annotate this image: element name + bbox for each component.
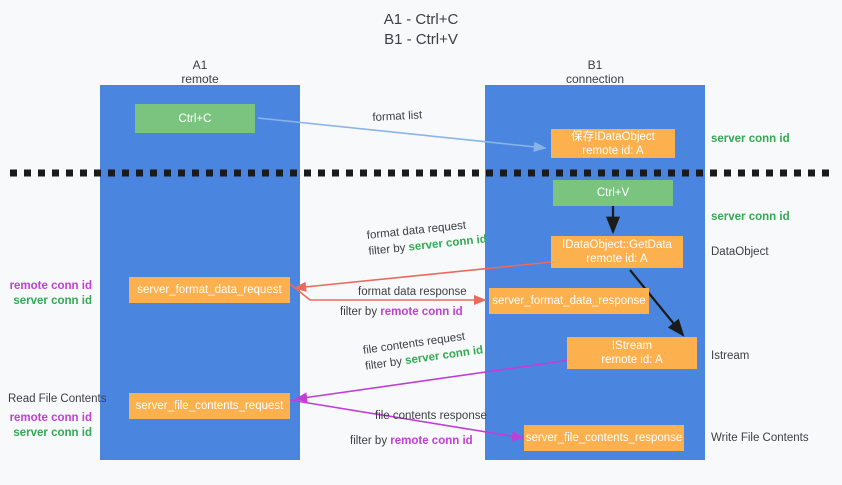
box-idataobject-getdata[interactable]: IDataObject::GetData remote id: A <box>551 236 683 268</box>
annotation-file-server-conn-id: server conn id <box>13 427 92 439</box>
box-ctrl-v[interactable]: Ctrl+V <box>553 180 673 206</box>
filter-prefix: filter by <box>340 306 381 318</box>
column-b1-name: B1 <box>587 58 603 72</box>
box-server-format-data-request-label: server_format_data_request <box>137 284 282 296</box>
title-line-1: A1 - Ctrl+C <box>383 11 459 28</box>
filter-value-remote-conn-id: remote conn id <box>390 435 473 447</box>
box-server-format-data-response-label: server_format_data_response <box>492 295 646 307</box>
arrow-format-list <box>257 117 547 152</box>
filter-prefix: filter by <box>367 241 410 258</box>
annotation-istream: Istream <box>711 350 750 362</box>
label-format-list-text: format list <box>372 109 423 124</box>
label-format-data-response: format data response <box>358 284 467 300</box>
annotation-dataobject: DataObject <box>711 246 769 258</box>
column-a1-sub: remote <box>181 72 219 86</box>
title-line-2: B1 - Ctrl+V <box>384 31 458 48</box>
arrow-file-contents-response <box>289 399 525 442</box>
annotation-read-file-contents: Read File Contents <box>8 393 107 405</box>
box-save-idataobject-label: 保存IDataObject remote id: A <box>571 130 655 157</box>
label-format-data-response-filter: filter by remote conn id <box>340 304 463 320</box>
box-server-format-data-response[interactable]: server_format_data_response <box>489 288 649 314</box>
column-header-a1: A1 remote <box>100 58 300 86</box>
box-server-file-contents-response[interactable]: server_file_contents_response <box>524 425 684 451</box>
column-b1-sub: connection <box>565 72 625 86</box>
box-server-file-contents-request[interactable]: server_file_contents_request <box>129 393 290 419</box>
annotation-file-conn-ids: remote conn id server conn id <box>0 411 92 441</box>
annotation-file-remote-conn-id: remote conn id <box>9 412 92 424</box>
box-istream[interactable]: IStream remote id: A <box>567 337 697 369</box>
annotation-format-conn-ids: remote conn id server conn id <box>0 279 92 309</box>
annotation-write-file-contents: Write File Contents <box>711 432 809 444</box>
annotation-server-conn-id-mid: server conn id <box>711 211 790 223</box>
box-ctrl-c[interactable]: Ctrl+C <box>135 104 255 133</box>
annotation-server-conn-id-top: server conn id <box>711 133 790 145</box>
box-ctrl-c-label: Ctrl+C <box>178 112 212 125</box>
box-server-format-data-request[interactable]: server_format_data_request <box>129 277 290 303</box>
box-istream-label: IStream remote id: A <box>601 340 663 366</box>
label-file-contents-response-filter: filter by remote conn id <box>350 433 473 449</box>
annotation-format-remote-conn-id: remote conn id <box>9 280 92 292</box>
filter-prefix: filter by <box>350 435 391 447</box>
arrow-format-data-request <box>293 261 553 292</box>
diagram-title: A1 - Ctrl+C B1 - Ctrl+V <box>0 10 842 50</box>
box-ctrl-v-label: Ctrl+V <box>596 187 630 199</box>
arrow-format-data-response <box>289 283 487 306</box>
label-file-contents-response: file contents response <box>375 408 487 424</box>
box-save-idataobject[interactable]: 保存IDataObject remote id: A <box>551 129 675 158</box>
label-format-list: format list <box>372 107 423 126</box>
label-file-contents-response-text: file contents response <box>375 410 487 422</box>
label-format-data-response-text: format data response <box>358 286 467 298</box>
box-server-file-contents-response-label: server_file_contents_response <box>525 432 683 444</box>
filter-value-remote-conn-id: remote conn id <box>380 306 463 318</box>
arrow-getdata-to-istream <box>629 269 685 337</box>
column-header-b1: B1 connection <box>485 58 705 86</box>
box-server-file-contents-request-label: server_file_contents_request <box>135 400 284 412</box>
column-a1-name: A1 <box>192 58 208 72</box>
annotation-format-server-conn-id: server conn id <box>13 295 92 307</box>
box-idataobject-getdata-label: IDataObject::GetData remote id: A <box>562 239 672 265</box>
arrow-file-contents-request <box>294 359 571 403</box>
